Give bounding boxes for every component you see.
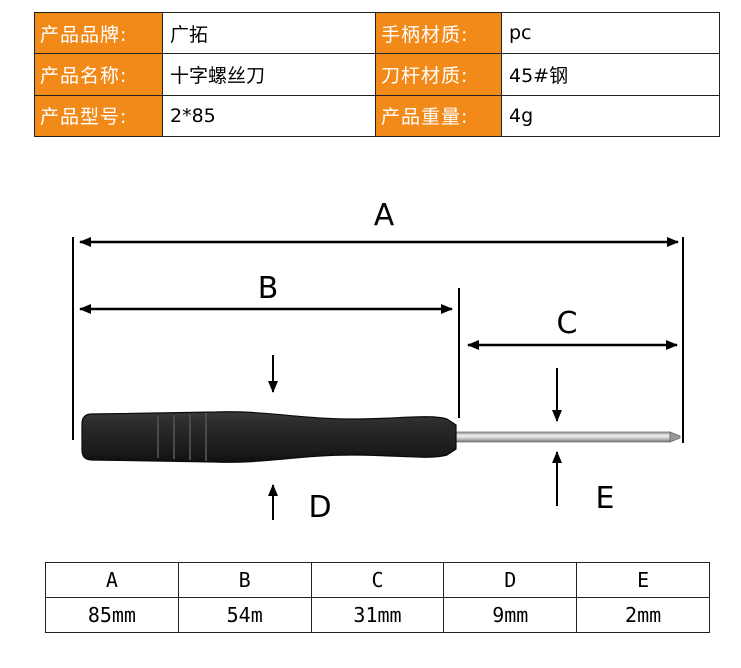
spec-table: 产品品牌: 广拓 手柄材质: pc 产品名称: 十字螺丝刀 刀杆材质: 45#钢…	[34, 11, 720, 138]
name-value: 十字螺丝刀	[162, 53, 376, 96]
dimension-label-b: B	[258, 271, 279, 306]
spec-row: 产品名称: 十字螺丝刀 刀杆材质: 45#钢	[34, 53, 720, 96]
dimension-label-e: E	[596, 481, 615, 516]
screwdriver-handle	[81, 411, 457, 463]
dimension-label-a: A	[374, 198, 395, 233]
shaft-material-value: 45#钢	[501, 53, 720, 96]
screwdriver-shaft	[451, 431, 671, 443]
dimension-header-b: B	[177, 562, 312, 598]
spec-row: 产品型号: 2*85 产品重量: 4g	[34, 94, 720, 138]
model-value: 2*85	[162, 94, 376, 138]
dimension-table: A B C D E 85mm 54m 31mm 9mm 2mm	[45, 562, 710, 633]
dimension-header-e: E	[576, 562, 710, 598]
weight-value: 4g	[501, 94, 720, 138]
dimension-header-a: A	[45, 562, 179, 598]
weight-label: 产品重量:	[375, 94, 502, 138]
handle-material-value: pc	[501, 11, 720, 55]
dimension-value-row: 85mm 54m 31mm 9mm 2mm	[45, 597, 710, 633]
brand-label: 产品品牌:	[34, 11, 163, 55]
brand-value: 广拓	[162, 11, 376, 55]
dimension-value-c: 31mm	[310, 597, 445, 633]
dimension-value-d: 9mm	[443, 597, 578, 633]
dimension-header-d: D	[443, 562, 578, 598]
dimension-value-b: 54m	[177, 597, 312, 633]
screwdriver-tip	[669, 431, 681, 443]
dimension-label-d: D	[308, 490, 331, 525]
name-label: 产品名称:	[34, 53, 163, 96]
dimension-value-e: 2mm	[576, 597, 710, 633]
model-label: 产品型号:	[34, 94, 163, 138]
dimension-header-c: C	[310, 562, 445, 598]
dimension-value-a: 85mm	[45, 597, 179, 633]
shaft-material-label: 刀杆材质:	[375, 53, 502, 96]
dimension-header-row: A B C D E	[45, 562, 710, 598]
dimension-label-c: C	[557, 306, 578, 341]
spec-row: 产品品牌: 广拓 手柄材质: pc	[34, 11, 720, 55]
handle-material-label: 手柄材质:	[375, 11, 502, 55]
